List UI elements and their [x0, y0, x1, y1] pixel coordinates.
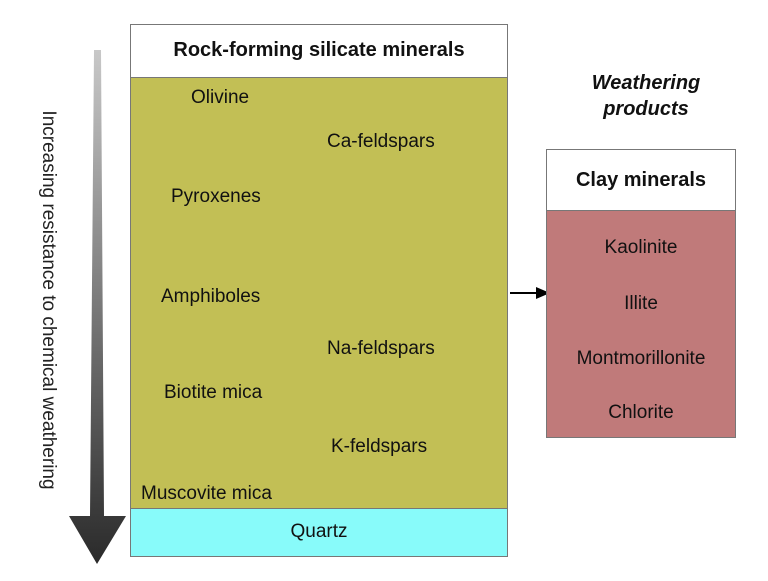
mineral-pyroxenes: Pyroxenes	[171, 186, 261, 207]
quartz-band: Quartz	[131, 508, 507, 556]
mineral-muscovite-mica: Muscovite mica	[141, 483, 272, 504]
mineral-na-feldspars: Na-feldspars	[327, 338, 435, 359]
arrow-shape	[69, 50, 126, 564]
mineral-ca-feldspars: Ca-feldspars	[327, 131, 435, 152]
weathering-title-line2: products	[603, 98, 689, 120]
axis-label: Increasing resistance to chemical weathe…	[38, 110, 59, 490]
weathering-products-title: Weathering products	[556, 70, 736, 122]
weathering-connector-arrow	[510, 287, 550, 299]
mineral-k-feldspars: K-feldspars	[331, 436, 428, 457]
silicate-header: Rock-forming silicate minerals	[131, 25, 507, 78]
silicate-minerals-box: Rock-forming silicate minerals Olivine C…	[130, 24, 508, 557]
resistance-arrow	[69, 50, 126, 564]
clay-item-illite: Illite	[624, 293, 658, 314]
mineral-amphiboles: Amphiboles	[161, 286, 261, 307]
mineral-biotite-mica: Biotite mica	[164, 382, 263, 403]
clay-item-kaolinite: Kaolinite	[604, 237, 678, 258]
mineral-olivine: Olivine	[191, 87, 250, 108]
clay-header: Clay minerals	[547, 150, 735, 211]
clay-minerals-box: Clay minerals Kaolinite Illite Montmoril…	[546, 149, 736, 438]
clay-item-chlorite: Chlorite	[608, 402, 674, 423]
weathering-title-line1: Weathering	[591, 72, 701, 94]
clay-item-montmorillonite: Montmorillonite	[576, 348, 706, 369]
